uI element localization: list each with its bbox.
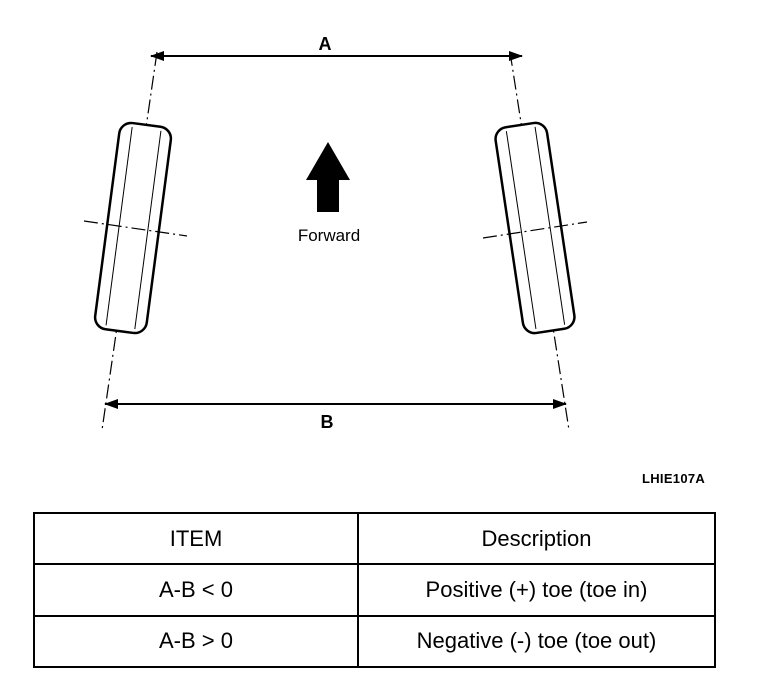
table-header-description: Description	[357, 511, 716, 566]
table-cell-description: Positive (+) toe (toe in)	[357, 563, 716, 617]
toe-diagram: A B Forward	[83, 34, 588, 432]
table-header-item: ITEM	[33, 511, 359, 566]
dimension-a-label: A	[319, 34, 332, 54]
figure-id: LHIE107A	[642, 471, 706, 486]
table-header-row: ITEM Description	[33, 511, 716, 566]
table-cell-description: Negative (-) toe (toe out)	[357, 614, 716, 669]
forward-label: Forward	[298, 226, 360, 245]
dimension-b-label: B	[321, 412, 334, 432]
table-cell-item: A-B > 0	[33, 614, 359, 669]
table-row: A-B > 0 Negative (-) toe (toe out)	[33, 614, 716, 669]
left-wheel-centerline	[101, 51, 158, 431]
toe-table: ITEM Description A-B < 0 Positive (+) to…	[33, 511, 716, 669]
left-wheel-axis-line	[83, 220, 188, 237]
table-cell-item: A-B < 0	[33, 563, 359, 617]
right-wheel-axis-line	[482, 221, 588, 239]
right-wheel-centerline	[509, 51, 570, 431]
table-row: A-B < 0 Positive (+) toe (toe in)	[33, 563, 716, 617]
right-wheel	[494, 121, 576, 335]
forward-arrow-icon	[306, 142, 350, 212]
